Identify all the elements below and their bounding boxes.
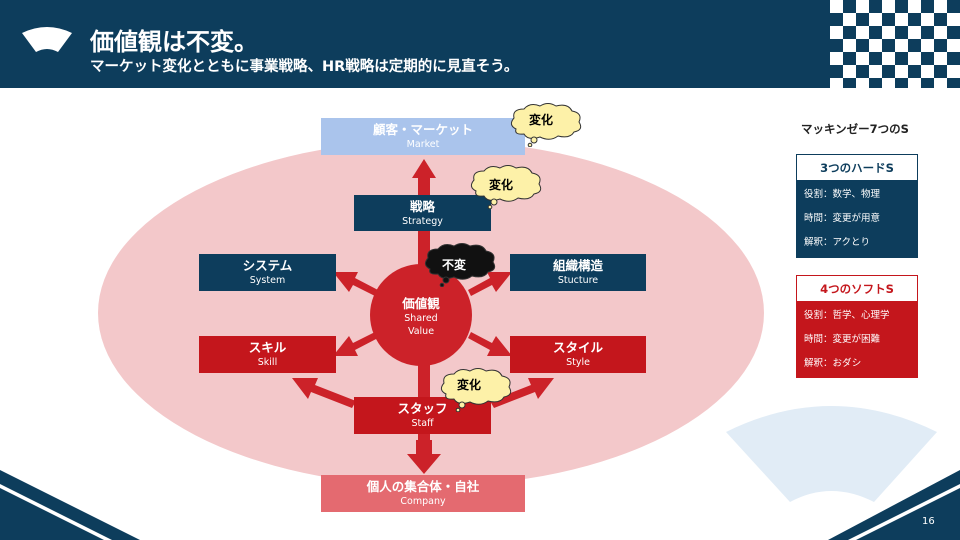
checker-square <box>869 65 882 78</box>
cloud-callout-staff <box>440 368 512 412</box>
checker-square <box>934 52 947 65</box>
checker-square <box>869 39 882 52</box>
checker-square <box>882 26 895 39</box>
checker-square <box>921 13 934 26</box>
hard-s-heading: 3つのハードS <box>796 154 918 181</box>
checker-square <box>869 13 882 26</box>
cloud-callout-strategy <box>470 165 542 209</box>
callout-staff-change: 変化 <box>456 378 481 392</box>
checker-square <box>895 13 908 26</box>
checker-square <box>843 65 856 78</box>
checker-square <box>934 78 947 88</box>
checker-square <box>947 65 960 78</box>
checker-square <box>947 39 960 52</box>
checker-square <box>830 0 843 13</box>
checker-square <box>908 0 921 13</box>
shared-value-circle: 価値観 Shared Value <box>370 264 472 366</box>
checker-pattern <box>830 0 960 88</box>
checker-square <box>934 26 947 39</box>
checker-square <box>934 0 947 13</box>
soft-s-line: 時間：変更が困難 <box>804 334 881 345</box>
fan-icon <box>22 27 72 52</box>
callout-value-constant: 不変 <box>441 258 466 272</box>
corner-stripes-left <box>0 470 140 540</box>
checker-square <box>830 26 843 39</box>
hard-s-line: 解釈：アクとり <box>804 237 871 248</box>
skill-box: スキル Skill <box>199 336 336 373</box>
checker-square <box>856 78 869 88</box>
market-box: 顧客・マーケット Market <box>321 118 525 155</box>
checker-square <box>921 65 934 78</box>
staff-english: Staff <box>411 418 434 429</box>
arrow-to-skill <box>333 332 378 356</box>
checker-square <box>921 39 934 52</box>
soft-s-line: 解釈：おダシ <box>804 358 862 369</box>
structure-box: 組織構造 Stucture <box>510 254 646 291</box>
decorative-fan <box>726 406 937 502</box>
system-box: システム System <box>199 254 336 291</box>
strategy-box: 戦略 Strategy <box>354 195 491 231</box>
checker-square <box>843 39 856 52</box>
system-label: システム <box>242 258 293 273</box>
legend-title: マッキンゼー7つのS <box>801 122 909 136</box>
arrow-to-structure <box>468 272 512 296</box>
corner-stripes-right <box>828 470 960 540</box>
arrow-to-style <box>468 332 512 356</box>
checker-square <box>882 52 895 65</box>
page-subtitle: マーケット変化とともに事業戦略、HR戦略は定期的に見直そう。 <box>90 59 519 75</box>
arrow-to-system <box>333 272 378 296</box>
company-box: 個人の集合体・自社 Company <box>321 475 525 512</box>
checker-square <box>908 52 921 65</box>
checker-square <box>908 78 921 88</box>
system-english: System <box>249 275 286 286</box>
strategy-english: Strategy <box>402 215 443 227</box>
checker-square <box>882 78 895 88</box>
callout-market-change: 変化 <box>528 113 553 127</box>
soft-s-line: 役割：哲学、心理学 <box>804 310 890 321</box>
cloud-callout-market <box>510 103 582 147</box>
arrow-staff-to-style <box>490 378 554 408</box>
company-label: 個人の集合体・自社 <box>366 479 480 494</box>
shared-value-english: Shared Value <box>404 312 438 337</box>
checker-square <box>895 39 908 52</box>
arrow-staff-to-skill <box>292 378 356 408</box>
structure-english: Stucture <box>557 275 599 286</box>
market-label: 顧客・マーケット <box>372 122 473 137</box>
callout-strategy-change: 変化 <box>488 178 513 192</box>
checker-square <box>908 26 921 39</box>
soft-s-heading: 4つのソフトS <box>796 275 918 302</box>
staff-box: スタッフ Staff <box>354 397 491 434</box>
staff-label: スタッフ <box>397 401 448 416</box>
checker-square <box>830 52 843 65</box>
soft-s-details: 役割：哲学、心理学 時間：変更が困難 解釈：おダシ <box>796 302 918 378</box>
checker-square <box>856 0 869 13</box>
shared-value-label: 価値観 <box>402 295 440 311</box>
style-label: スタイル <box>552 340 603 355</box>
skill-english: Skill <box>257 357 278 368</box>
checker-square <box>830 78 843 88</box>
header-band: 価値観は不変。 マーケット変化とともに事業戦略、HR戦略は定期的に見直そう。 <box>0 0 960 88</box>
page-number: 16 <box>922 516 935 527</box>
checker-square <box>856 52 869 65</box>
style-english: Style <box>566 357 590 368</box>
checker-square <box>882 0 895 13</box>
page-title: 価値観は不変。 <box>90 28 258 56</box>
structure-label: 組織構造 <box>552 258 603 273</box>
skill-label: スキル <box>248 340 287 355</box>
strategy-label: 戦略 <box>409 198 435 214</box>
company-english: Company <box>400 496 446 507</box>
arrow-down-company <box>407 440 441 474</box>
checker-square <box>843 13 856 26</box>
checker-square <box>895 65 908 78</box>
cloud-callout-value <box>424 243 496 287</box>
hard-s-details: 役割：数学、物理 時間：変更が用意 解釈：アクとり <box>796 181 918 258</box>
market-english: Market <box>406 139 440 150</box>
checker-square <box>947 13 960 26</box>
hard-s-line: 時間：変更が用意 <box>804 213 881 224</box>
checker-square <box>856 26 869 39</box>
style-box: スタイル Style <box>510 336 646 373</box>
hard-s-line: 役割：数学、物理 <box>804 189 881 200</box>
